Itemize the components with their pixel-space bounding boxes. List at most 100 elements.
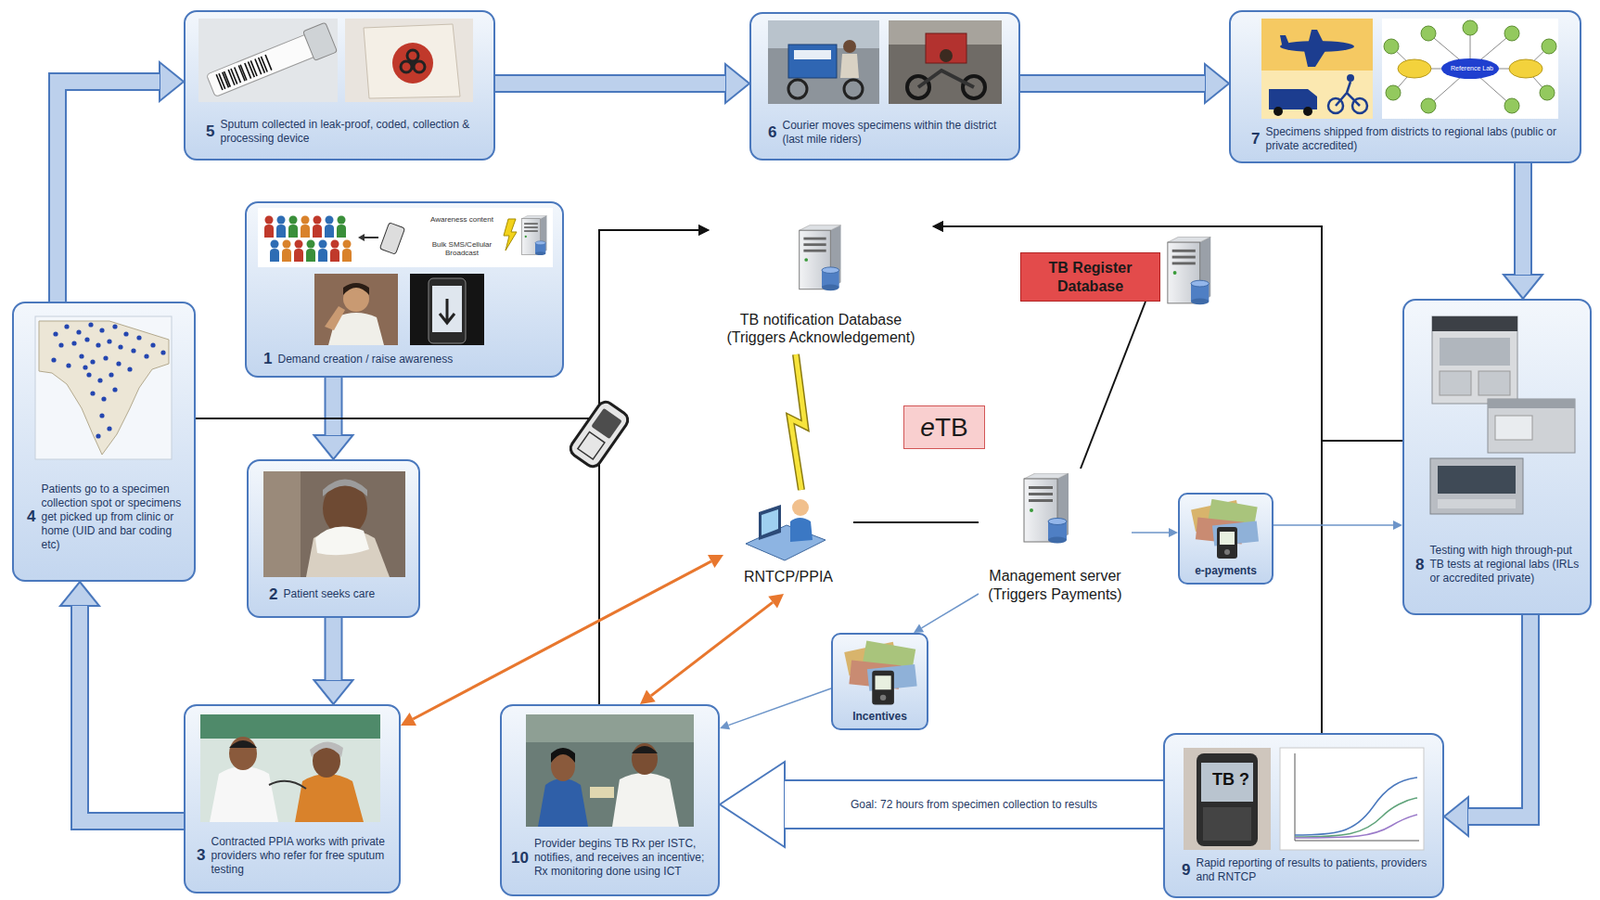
flow-arrow	[1204, 64, 1229, 103]
speaker-photo	[343, 282, 370, 295]
sputum-tube-photo	[198, 18, 338, 103]
lab-network-graph	[1397, 59, 1432, 78]
flow-arrow	[1020, 74, 1205, 93]
flow-arrow	[57, 81, 160, 302]
result-phone-photo	[1203, 806, 1252, 841]
doctor-patient-photo	[268, 780, 307, 789]
biohazard-bag-photo	[392, 42, 434, 84]
india-map	[97, 377, 103, 383]
flow-arrow	[324, 377, 344, 436]
process-box: 4Patients go to a specimen collection sp…	[12, 301, 196, 582]
callout-number: 6	[768, 123, 777, 142]
flow-arrow	[1444, 614, 1531, 836]
phone-download-photo	[439, 298, 455, 323]
biohazard-bag-photo	[345, 18, 474, 103]
provider-photo	[612, 772, 679, 827]
node-label: Incentives	[836, 709, 923, 723]
box-text: Rapid reporting of results to patients, …	[1195, 856, 1434, 884]
box-text: Provider begins TB Rx per ISTC, notifies…	[534, 836, 711, 879]
sms-broadcast-illustration	[300, 216, 310, 239]
text-anchor: Reference Lab	[1444, 64, 1500, 73]
box-fill	[247, 460, 420, 617]
server-node: Management server (Triggers Payments)	[978, 468, 1132, 622]
label-anchor: Goal: 72 hours from specimen collection …	[846, 797, 1101, 811]
provider-photo	[525, 714, 694, 827]
node-label: TB notification Database (Triggers Ackno…	[713, 310, 929, 346]
data-line	[932, 220, 1403, 441]
operator-workstation-icon	[758, 504, 781, 540]
link-arrow	[400, 554, 724, 726]
patient-photo	[322, 479, 368, 498]
flow-arrow	[57, 81, 160, 302]
motorbike-photo	[888, 20, 1002, 104]
courier-photo	[768, 20, 880, 104]
doctor-patient-photo	[229, 740, 257, 748]
server-icon	[799, 225, 842, 291]
payment-box: Incentives	[831, 632, 929, 730]
flow-arrow	[324, 617, 344, 680]
process-box: 5Sputum collected in leak-proof, coded, …	[183, 10, 496, 161]
goal-arrow	[784, 780, 1164, 828]
doctor-patient-photo	[200, 714, 381, 822]
database-node: TB notification Database (Triggers Ackno…	[709, 218, 933, 355]
india-map	[150, 342, 155, 347]
doctor-patient-photo	[294, 773, 364, 822]
patient-photo	[315, 526, 370, 556]
flow-arrow	[326, 617, 342, 680]
courier-photo	[788, 44, 837, 78]
amplification-chart	[1280, 747, 1424, 850]
lightning-link	[790, 354, 806, 490]
provider-photo	[631, 745, 658, 754]
india-map	[35, 316, 172, 460]
sms-broadcast-illustration	[318, 240, 328, 263]
illustration-text: Reference Lab	[1444, 64, 1500, 73]
data-line	[599, 224, 710, 704]
mobile-phone-icon	[567, 398, 631, 470]
biohazard-bag-photo	[363, 24, 461, 99]
motorbike-photo	[939, 49, 953, 63]
india-map	[86, 371, 91, 377]
illustration-text: Awareness content	[415, 215, 509, 224]
flow-arrow	[57, 62, 184, 302]
lab-analyser-illustration	[1439, 337, 1511, 366]
india-map	[101, 396, 106, 401]
india-map	[108, 371, 114, 377]
provider-photo	[631, 742, 658, 775]
payment-arrow	[1131, 527, 1178, 538]
lab-analyser-illustration	[1487, 398, 1575, 409]
provider-photo	[525, 714, 694, 743]
sms-broadcast-illustration	[324, 216, 334, 239]
india-map	[106, 338, 112, 344]
data-line	[195, 224, 710, 419]
result-phone-photo	[1183, 747, 1271, 850]
data-line	[853, 521, 979, 524]
operator-workstation-icon	[761, 509, 779, 536]
india-map	[38, 320, 169, 455]
sms-broadcast-illustration	[363, 236, 379, 239]
box-text: Patient seeks care	[282, 587, 411, 602]
patient-photo	[263, 471, 301, 577]
motorbike-photo	[925, 33, 967, 64]
box-text: Sputum collected in leak-proof, coded, c…	[219, 117, 483, 146]
transport-illustration	[1261, 18, 1373, 71]
doctor-patient-photo	[200, 714, 381, 822]
lab-network-graph	[1385, 85, 1401, 101]
mobile-phone-icon	[590, 408, 622, 439]
payment-arrow	[1273, 520, 1403, 530]
process-box: 7Specimens shipped from districts to reg…	[1228, 10, 1582, 164]
data-line	[1080, 301, 1146, 469]
callout-number: 4	[26, 507, 36, 526]
box-text: Courier moves specimens within the distr…	[781, 118, 1010, 147]
link-arrow	[768, 593, 784, 608]
callout-number: 9	[1181, 860, 1191, 880]
sms-broadcast-illustration	[276, 216, 286, 239]
provider-photo	[537, 778, 589, 827]
amplification-chart	[1280, 747, 1424, 850]
payment-arrow	[1273, 524, 1394, 526]
process-box: 3Contracted PPIA works with private prov…	[183, 704, 401, 894]
payment-box: e-payments	[1177, 492, 1274, 585]
data-line	[943, 226, 1322, 733]
flow-arrow	[1444, 796, 1469, 836]
